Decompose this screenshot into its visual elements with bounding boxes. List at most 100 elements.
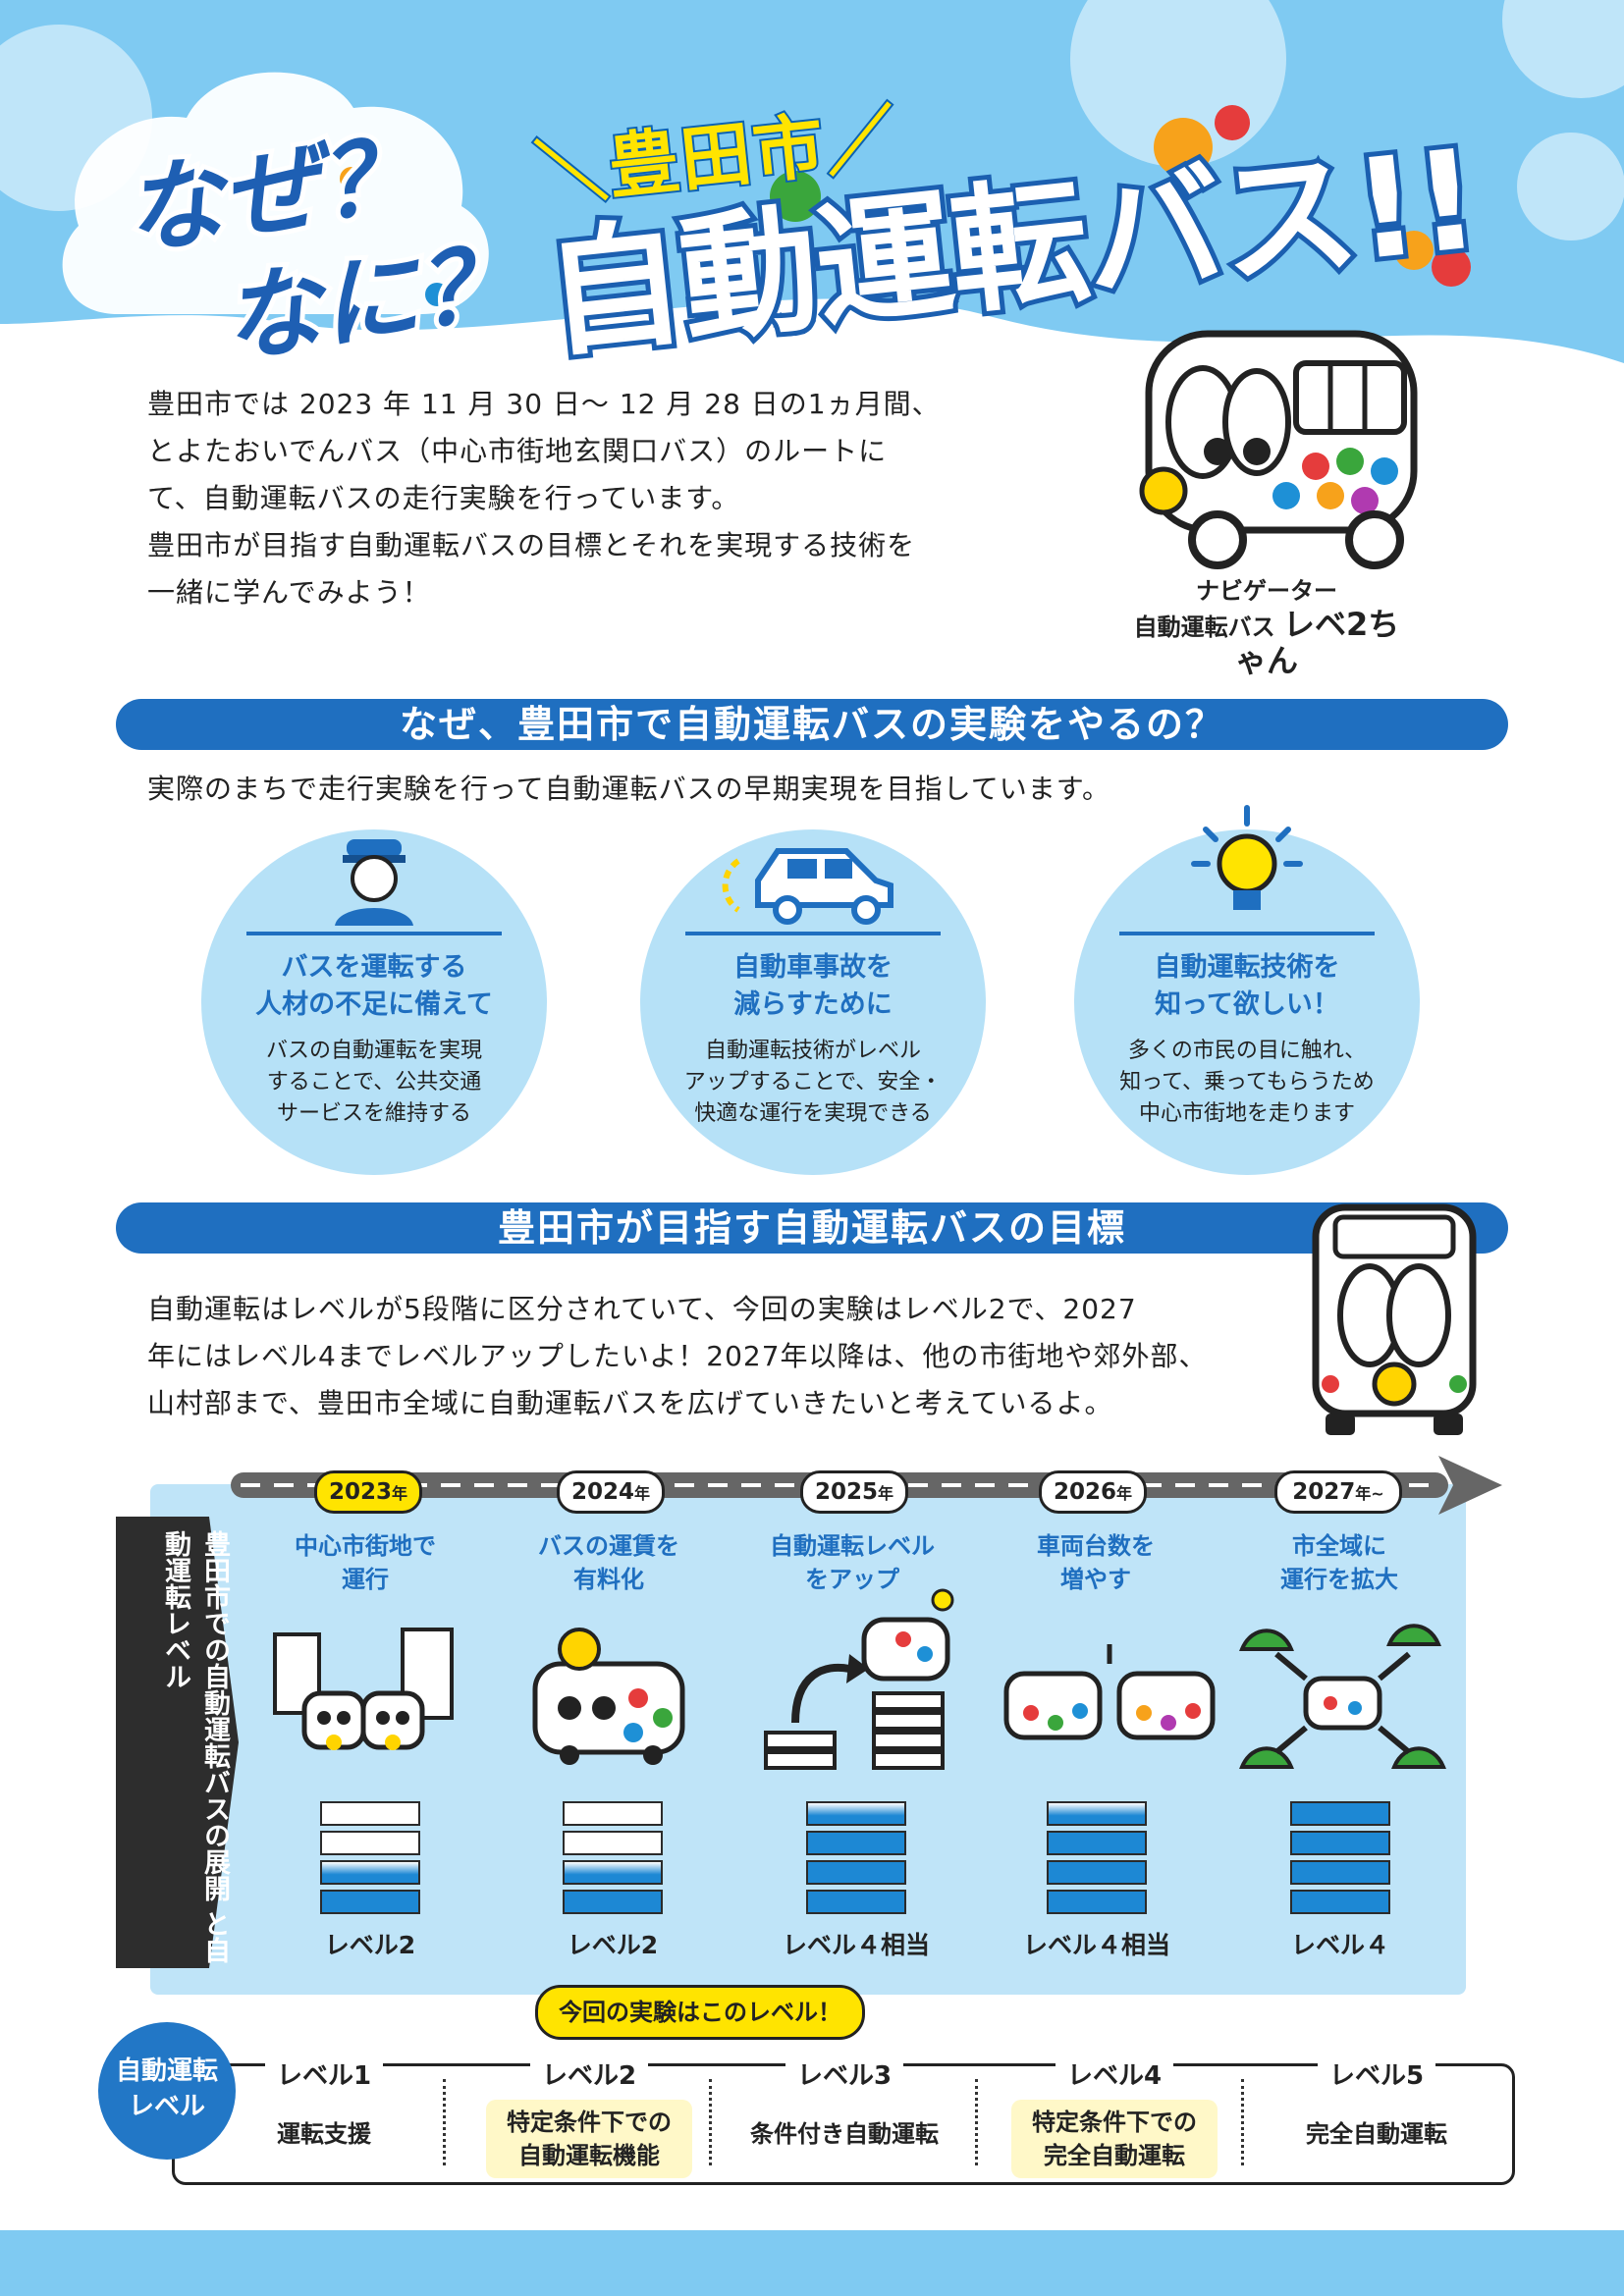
city-bus-icon xyxy=(273,1628,454,1750)
section-why-subtitle: 実際のまちで走行実験を行って自動運転バスの早期実現を目指しています。 xyxy=(147,773,1110,805)
level-stack xyxy=(806,1801,906,1919)
year-value: 2026 xyxy=(1053,1479,1116,1505)
side-label: 豊田市での自動運転バスの展開 と自動運転レベル xyxy=(116,1517,234,1982)
side-label-text: と自動運転レベル xyxy=(160,1530,230,1964)
driver-icon xyxy=(335,839,413,926)
navigator-caption: ナビゲーター 自動運転バス レベ2ちゃん xyxy=(1119,574,1414,680)
year-badge-2024: 2024年 xyxy=(557,1470,665,1514)
car-icon xyxy=(722,848,893,925)
intro-line: 豊田市が目指す自動運転バスの目標とそれを実現する技術を xyxy=(147,529,916,561)
year-suffix: 年 xyxy=(634,1484,651,1503)
level-name: レベル1 xyxy=(264,2056,384,2092)
level-tag-text: 自動運転レベル xyxy=(115,2056,218,2121)
year-suffix: 年 xyxy=(878,1484,894,1503)
navigator-name: レベ2ちゃん xyxy=(1234,606,1400,679)
goal-line: 有料化 xyxy=(573,1566,644,1593)
year-value: 2024 xyxy=(570,1479,634,1505)
reason-text: 多くの市民の目に触れ、 xyxy=(1127,1039,1367,1063)
level-desc: 完全自動運転 xyxy=(1306,2120,1447,2148)
goal-line: 自動運転レベル xyxy=(770,1532,935,1560)
reason-heading: 人材の不足に備えて xyxy=(255,989,493,1020)
reason-text: 知って、乗ってもらうため xyxy=(1119,1070,1375,1095)
year-value: 2025 xyxy=(814,1479,878,1505)
reason-text: 自動運転技術がレベル xyxy=(704,1039,921,1063)
reason-circle: 自動運転技術を知って欲しい！ 多くの市民の目に触れ、知って、乗ってもらうため中心… xyxy=(1074,805,1420,1175)
more-buses-icon xyxy=(1003,1644,1216,1740)
reason-text: 快適な運行を実現できる xyxy=(694,1101,932,1126)
reason-circle: 自動車事故を減らすために 自動運転技術がレベルアップすることで、安全・快適な運行… xyxy=(640,829,986,1175)
year-suffix: 年~ xyxy=(1355,1484,1384,1503)
year-value: 2027 xyxy=(1292,1479,1356,1505)
level-divider xyxy=(709,2079,712,2165)
reason-text: 中心市街地を走ります xyxy=(1138,1101,1355,1126)
section-why-heading: なぜ、豊田市で自動運転バスの実験をやるの？ xyxy=(116,699,1508,750)
reason-heading: 減らすために xyxy=(733,989,893,1020)
goal-line: 車両台数を xyxy=(1037,1532,1155,1560)
goal-line: 運行を拡大 xyxy=(1280,1566,1398,1593)
goal-text: 市全域に運行を拡大 xyxy=(1231,1529,1447,1596)
level-cell: レベル3 条件付き自動運転 xyxy=(712,2056,977,2151)
lightbulb-icon xyxy=(1191,805,1303,910)
reason-heading: 自動車事故を xyxy=(733,952,893,983)
level-desc: 運転支援 xyxy=(277,2120,371,2148)
year-badge-2023: 2023年 xyxy=(314,1470,422,1514)
level-divider xyxy=(1241,2079,1244,2165)
year-badge-2027: 2027年~ xyxy=(1274,1470,1402,1514)
reason-circle: バスを運転する人材の不足に備えて バスの自動運転を実現することで、公共交通サービ… xyxy=(201,829,547,1175)
level-divider xyxy=(443,2079,446,2165)
goal-text: 中心市街地で運行 xyxy=(257,1529,473,1596)
year-badge-2026: 2026年 xyxy=(1039,1470,1147,1514)
expand-area-icon xyxy=(1239,1624,1446,1769)
year-badge-2025: 2025年 xyxy=(800,1470,908,1514)
current-level-callout: 今回の実験はこのレベル！ xyxy=(535,1985,865,2040)
section-goal-text: 自動運転はレベルが5段階に区分されていて、今回の実験はレベル2で、2027 年に… xyxy=(147,1286,1257,1427)
level-desc: 特定条件下での xyxy=(507,2109,672,2136)
level-name: レベル5 xyxy=(1317,2056,1436,2092)
level-desc: 特定条件下での xyxy=(1032,2109,1197,2136)
year-level-label: レベル４ xyxy=(1290,1931,1389,1959)
goal-line: 自動運転はレベルが5段階に区分されていて、今回の実験はレベル2で、2027 xyxy=(147,1293,1137,1325)
level-desc: 完全自動運転 xyxy=(1044,2142,1185,2169)
year-value: 2023 xyxy=(328,1479,392,1505)
level-up-icon xyxy=(764,1588,954,1770)
level-name: レベル2 xyxy=(529,2056,649,2092)
goal-line: 年にはレベル4までレベルアップしたいよ！2027年以降は、他の市街地や郊外部、 xyxy=(147,1340,1208,1372)
level-stack xyxy=(320,1801,420,1919)
level-divider xyxy=(975,2079,978,2165)
header-background xyxy=(0,0,1624,363)
reason-heading: 知って欲しい！ xyxy=(1155,989,1339,1020)
goal-line: 中心市街地で xyxy=(295,1532,436,1560)
year-suffix: 年 xyxy=(1116,1484,1133,1503)
year-suffix: 年 xyxy=(392,1484,408,1503)
goal-line: バスの運賃を xyxy=(538,1532,679,1560)
level-desc: 条件付き自動運転 xyxy=(750,2120,939,2148)
goal-text: 自動運転レベルをアップ xyxy=(744,1529,960,1596)
side-label-text: 豊田市での自動運転バスの展開 xyxy=(199,1530,230,1901)
navigator-label: ナビゲーター xyxy=(1196,577,1337,605)
level-name: レベル3 xyxy=(785,2056,904,2092)
front-bus-icon xyxy=(1312,1203,1477,1435)
level-stack xyxy=(1290,1801,1390,1919)
goal-line: 市全域に xyxy=(1292,1532,1386,1560)
intro-line: て、自動運転バスの走行実験を行っています。 xyxy=(147,482,740,514)
goal-line: をアップ xyxy=(805,1566,899,1593)
intro-text: 豊田市では 2023 年 11 月 30 日～ 12 月 28 日の1ヵ月間、 … xyxy=(147,381,1011,616)
footer-bar xyxy=(0,2230,1624,2296)
year-level-label: レベル2 xyxy=(324,1931,416,1959)
level-cell: レベル2 特定条件下での自動運転機能 xyxy=(457,2056,722,2178)
level-stack xyxy=(1047,1801,1147,1919)
level-tag: 自動運転レベル xyxy=(98,2022,236,2160)
fare-bus-icon xyxy=(532,1628,685,1765)
level-stack xyxy=(563,1801,663,1919)
year-level-label: レベル４相当 xyxy=(782,1931,930,1959)
reason-text: することで、公共交通 xyxy=(266,1070,482,1095)
year-level-label: レベル４相当 xyxy=(1022,1931,1170,1959)
goal-line: 山村部まで、豊田市全域に自動運転バスを広げていきたいと考えているよ。 xyxy=(147,1387,1113,1419)
reason-text: バスの自動運転を実現 xyxy=(265,1039,482,1063)
navigator-label: 自動運転バス xyxy=(1133,614,1275,641)
reason-text: アップすることで、安全・ xyxy=(683,1070,943,1095)
side-banner xyxy=(116,1517,209,1968)
goal-line: 増やす xyxy=(1060,1566,1131,1593)
level-desc: 自動運転機能 xyxy=(518,2142,660,2169)
level-cell: レベル5 完全自動運転 xyxy=(1244,2056,1509,2151)
